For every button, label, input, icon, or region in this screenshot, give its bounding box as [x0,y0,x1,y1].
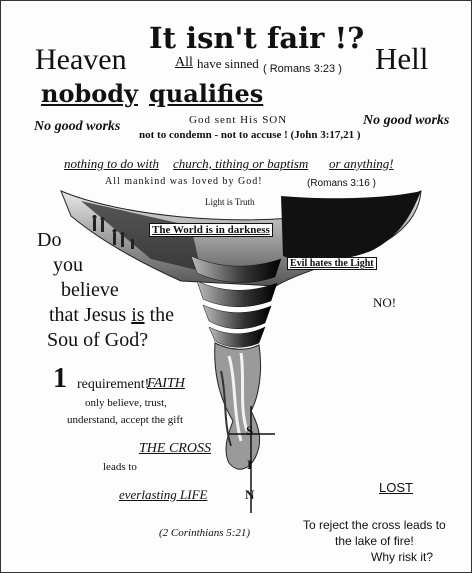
question-son-of-god: Sou of God? [47,329,149,351]
all-mankind-loved: All mankind was loved by God! [105,176,263,187]
the-cross-label: THE CROSS [139,441,211,456]
people-silhouettes [92,215,134,249]
reject-cross-line1: To reject the cross leads to [303,518,446,532]
question-believe: believe [61,279,119,301]
main-title: It isn't fair !? [149,21,365,55]
nobody-label: nobody [41,79,138,108]
corinthians-5-21: (2 Corinthians 5:21) [159,527,251,539]
god-sent-son: God sent His SON [189,114,288,126]
have-sinned-label: have sinned [197,56,259,71]
no-answer: NO! [373,295,397,310]
leads-to-label: leads to [103,461,137,473]
reject-cross-line2: the lake of fire! [335,534,414,548]
is-word: is [131,304,145,326]
the-word: the [149,304,174,326]
lost-label: LOST [379,480,413,495]
all-label: All [175,55,193,70]
qualifies-label: qualifies [149,79,264,108]
requirement-label: requirement! [77,377,150,392]
not-to-condemn: not to condemn - not to accuse ! (John 3… [139,129,361,141]
question-that-jesus-is-the: that Jesus is the [49,304,174,327]
no-good-works-right: No good works [363,113,450,128]
that-jesus: that Jesus [49,304,127,326]
sin-letter-i: I [247,457,253,472]
sin-letter-s: S [246,423,254,438]
question-you: you [53,254,83,276]
nothing-to-do-with: nothing to do with [64,156,159,171]
no-good-works-left: No good works [34,119,121,134]
romans-3-16: (Romans 3:16 ) [307,178,376,189]
church-tithing-baptism: church, tithing or baptism [173,156,309,171]
heaven-label: Heaven [35,43,127,76]
hell-label: Hell [375,41,429,76]
funnel-column [214,342,262,470]
sin-letter-n: N [245,487,255,502]
question-do: Do [37,229,62,251]
requirement-number: 1 [53,363,67,394]
world-in-darkness: The World is in darkness [149,223,273,237]
funnel-dark [281,191,421,261]
only-believe-trust: only believe, trust, [85,397,167,409]
reject-cross-line3: Why risk it? [371,550,434,564]
light-is-truth: Light is Truth [205,197,255,207]
romans-3-23: ( Romans 3:23 ) [263,63,342,75]
faith-label: FAITH [147,376,185,391]
or-anything: or anything! [329,156,394,171]
everlasting-life: everlasting LIFE [119,487,208,502]
understand-accept: understand, accept the gift [67,414,184,426]
evil-hates-light: Evil hates the Light [287,257,377,270]
